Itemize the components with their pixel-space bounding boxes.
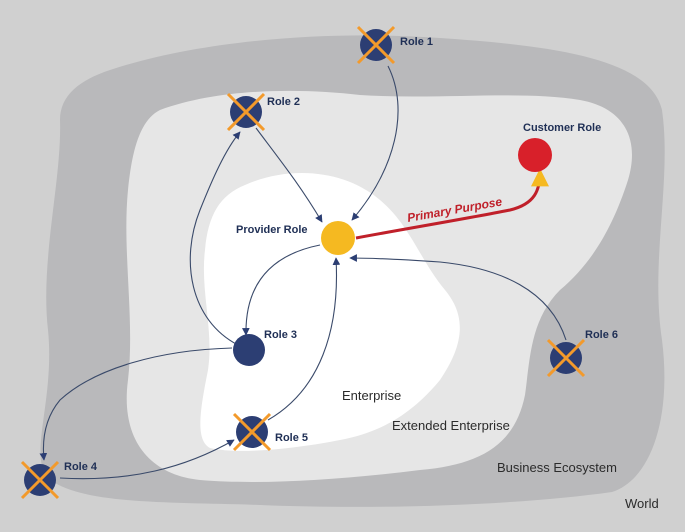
flow-role4-to-role5 [59,439,235,480]
flow-role1-to-provider [351,65,399,221]
role-5-label: Role 5 [275,432,308,444]
role-2-label: Role 2 [267,96,300,108]
removed-cross-icon [20,460,60,500]
primary-purpose-arrow [355,168,549,240]
flow-role6-to-provider [349,254,567,341]
customer-role-node[interactable] [518,138,552,172]
role-6-label: Role 6 [585,329,618,341]
customer-role-label: Customer Role [523,122,601,134]
enterprise-label: Enterprise [342,388,401,403]
removed-cross-icon [232,412,272,452]
flow-role3-to-role2 [189,131,241,346]
removed-cross-icon [226,92,266,132]
flow-role2-to-provider [255,127,323,223]
role-1-node[interactable] [356,25,396,65]
removed-cross-icon [546,338,586,378]
provider-role-node[interactable] [321,221,355,255]
business-ecosystem-label: Business Ecosystem [497,460,617,475]
role-4-label: Role 4 [64,461,98,473]
role-2-node[interactable] [226,92,266,132]
provider-role-label: Provider Role [236,224,308,236]
removed-cross-icon [356,25,396,65]
enterprise-zone [200,173,460,451]
role-6-node[interactable] [546,338,586,378]
role-1-label: Role 1 [400,36,433,48]
extended-enterprise-label: Extended Enterprise [392,418,510,433]
role-5-node[interactable] [232,412,272,452]
role-3-label: Role 3 [264,329,297,341]
flow-role3-to-role4 [39,347,233,461]
role-4-node[interactable] [20,460,60,500]
flow-provider-to-role3 [242,244,321,336]
role-3-node[interactable] [233,334,265,366]
flow-role5-to-provider [267,257,341,421]
world-label: World [625,496,659,511]
